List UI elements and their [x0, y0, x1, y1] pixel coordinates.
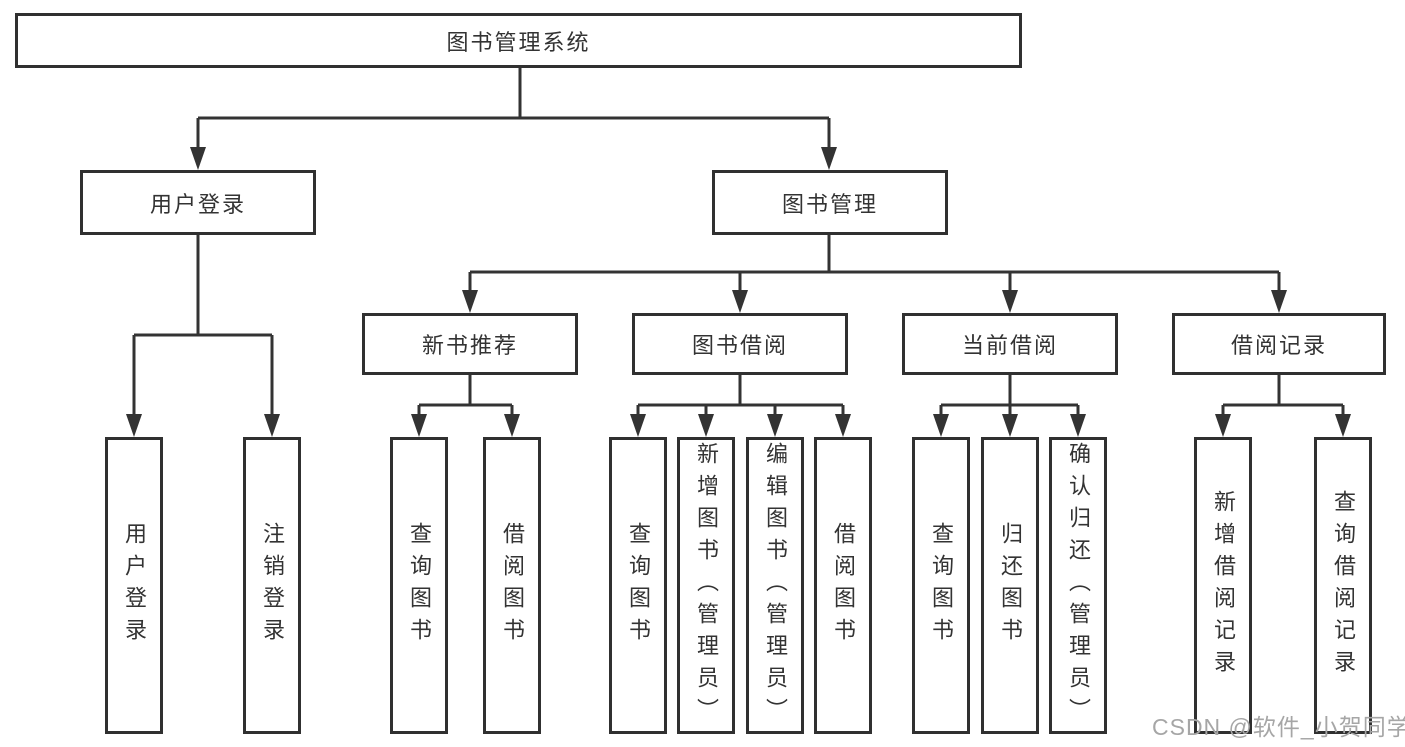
- leaf-return-books-label: 归还图书: [998, 521, 1023, 650]
- arrowhead: [821, 147, 837, 170]
- leaf-return-books: 归还图书: [981, 437, 1039, 734]
- arrowhead: [1002, 290, 1018, 313]
- arrowhead: [264, 414, 280, 437]
- arrowhead: [835, 414, 851, 437]
- leaf-query-books-borrow: 查询图书: [609, 437, 667, 734]
- connector-userlogin-to-leaves: [132, 233, 274, 419]
- arrowhead: [504, 414, 520, 437]
- node-root-label: 图书管理系统: [446, 29, 591, 55]
- connector-borrow-to-leaves: [636, 373, 845, 419]
- arrowhead: [1215, 414, 1231, 437]
- connector-newbook-to-leaves: [417, 373, 514, 419]
- leaf-query-books-current: 查询图书: [912, 437, 970, 734]
- node-current-borrow: 当前借阅: [902, 313, 1118, 375]
- arrowhead: [732, 290, 748, 313]
- arrowhead: [462, 290, 478, 313]
- leaf-add-books-admin-label: 新增图书（管理员）: [694, 441, 719, 730]
- arrowhead: [411, 414, 427, 437]
- node-new-book-recommend-label: 新书推荐: [421, 333, 518, 358]
- leaf-borrow-books-borrow: 借阅图书: [814, 437, 872, 734]
- leaf-borrow-books-recommend: 借阅图书: [483, 437, 541, 734]
- node-current-borrow-label: 当前借阅: [961, 333, 1058, 358]
- leaf-logout-login: 注销登录: [243, 437, 301, 734]
- leaf-query-books-recommend: 查询图书: [390, 437, 448, 734]
- node-borrow-records: 借阅记录: [1172, 313, 1386, 375]
- leaf-edit-books-admin: 编辑图书（管理员）: [746, 437, 804, 734]
- arrowhead: [190, 147, 206, 170]
- arrowhead: [630, 414, 646, 437]
- connector-bookmgmt-to-level3: [468, 233, 1281, 295]
- connector-current-to-leaves: [939, 373, 1080, 419]
- leaf-query-books-borrow-label: 查询图书: [626, 521, 651, 650]
- leaf-query-books-recommend-label: 查询图书: [407, 521, 432, 650]
- leaf-query-borrow-record: 查询借阅记录: [1314, 437, 1372, 734]
- leaf-query-borrow-record-label: 查询借阅记录: [1331, 489, 1356, 682]
- leaf-user-login: 用户登录: [105, 437, 163, 734]
- leaf-user-login-label: 用户登录: [122, 521, 147, 650]
- csdn-watermark: CSDN @软件_小贺同学: [1152, 714, 1405, 740]
- leaf-borrow-books-borrow-label: 借阅图书: [831, 521, 856, 650]
- arrowhead: [767, 414, 783, 437]
- arrowhead: [1070, 414, 1086, 437]
- arrowhead: [1002, 414, 1018, 437]
- node-user-login-label: 用户登录: [149, 191, 246, 217]
- node-borrow-records-label: 借阅记录: [1230, 333, 1327, 358]
- leaf-add-borrow-record-label: 新增借阅记录: [1211, 489, 1236, 682]
- leaf-add-borrow-record: 新增借阅记录: [1194, 437, 1252, 734]
- node-book-management-label: 图书管理: [781, 191, 878, 217]
- node-user-login: 用户登录: [80, 170, 316, 235]
- connector-root-to-level2: [196, 66, 831, 152]
- leaf-confirm-return-admin-label: 确认归还（管理员）: [1066, 441, 1091, 730]
- node-root: 图书管理系统: [15, 13, 1022, 68]
- node-book-borrow-label: 图书借阅: [691, 333, 788, 358]
- connector-records-to-leaves: [1221, 373, 1345, 419]
- leaf-logout-login-label: 注销登录: [260, 521, 285, 650]
- arrowhead: [1335, 414, 1351, 437]
- arrowhead: [933, 414, 949, 437]
- node-book-management: 图书管理: [712, 170, 948, 235]
- node-book-borrow: 图书借阅: [632, 313, 848, 375]
- leaf-edit-books-admin-label: 编辑图书（管理员）: [763, 441, 788, 730]
- arrowhead: [698, 414, 714, 437]
- node-new-book-recommend: 新书推荐: [362, 313, 578, 375]
- arrowhead: [126, 414, 142, 437]
- leaf-query-books-current-label: 查询图书: [929, 521, 954, 650]
- leaf-borrow-books-recommend-label: 借阅图书: [500, 521, 525, 650]
- arrowhead: [1271, 290, 1287, 313]
- leaf-confirm-return-admin: 确认归还（管理员）: [1049, 437, 1107, 734]
- leaf-add-books-admin: 新增图书（管理员）: [677, 437, 735, 734]
